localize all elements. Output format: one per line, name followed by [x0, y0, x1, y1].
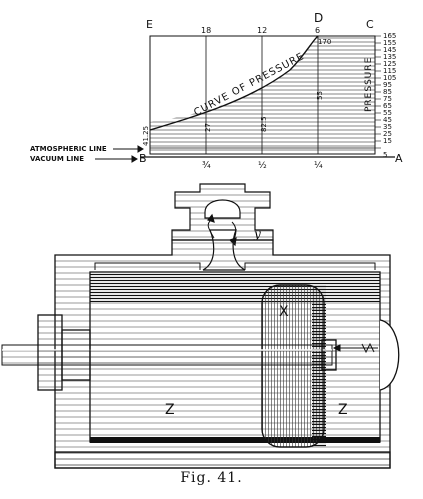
label-B: B: [139, 152, 147, 165]
scale-55: 55: [383, 109, 392, 117]
pressure-curve: [149, 35, 319, 131]
piston-label: X: [279, 304, 289, 320]
label-E: E: [146, 18, 153, 31]
label-A: A: [395, 152, 403, 165]
figure-caption: Fig. 41.: [180, 470, 243, 486]
bottom-mark-3-4: ¾: [202, 161, 211, 171]
diagram-frame: [149, 35, 376, 155]
pointer-arrows: [95, 145, 144, 163]
scale-25: 25: [383, 130, 392, 138]
rod-nut: [321, 339, 337, 371]
scale-155: 155: [383, 39, 396, 47]
scale-105: 105: [383, 74, 396, 82]
scale-75: 75: [383, 95, 392, 103]
scale-165: 165: [383, 32, 396, 40]
ordinate-value-3: 55: [316, 91, 324, 100]
scale-15: 15: [383, 137, 392, 145]
cylinder: [1, 239, 400, 469]
stroke-direction-arrow: [332, 342, 378, 354]
scale-5: 5: [383, 151, 387, 159]
cylinder-left-label: Z: [165, 402, 175, 418]
scale-115: 115: [383, 67, 396, 75]
cylinder-head-right: [379, 319, 400, 391]
scale-45: 45: [383, 116, 392, 124]
pressure-scale-ticks: [375, 35, 381, 149]
scale-65: 65: [383, 102, 392, 110]
scale-135: 135: [383, 53, 396, 61]
scale-85: 85: [383, 88, 392, 96]
top-mark-6: 6: [315, 26, 320, 35]
scale-35: 35: [383, 123, 392, 131]
scale-95: 95: [383, 81, 392, 89]
pressure-diagram: 165 155 145 135 125 115 105 95 85 75 65 …: [30, 11, 403, 171]
atmospheric-line-label: ATMOSPHERIC LINE: [30, 145, 107, 153]
label-C: C: [366, 18, 374, 31]
top-mark-12: 12: [257, 26, 267, 35]
work-area: [150, 36, 375, 154]
cylinder-top-band: [90, 272, 380, 302]
bottom-mark-1-4: ¼: [314, 161, 323, 171]
pressure-axis-label: PRESSURE: [364, 57, 374, 112]
ordinate-value-1: 27: [204, 123, 212, 132]
bottom-mark-1-2: ½: [258, 161, 267, 171]
vacuum-line-label: VACUUM LINE: [30, 155, 84, 163]
stuffing-box: [37, 314, 63, 391]
left-value: 41.25: [142, 126, 150, 146]
ordinate-value-2: 82.5: [260, 116, 268, 132]
cylinder-right-label: Z: [338, 402, 348, 418]
top-mark-18: 18: [201, 26, 211, 35]
scale-145: 145: [383, 46, 396, 54]
label-D: D: [314, 11, 323, 25]
top-value: 170: [318, 38, 331, 46]
valve-port-label: y: [253, 227, 261, 241]
scale-125: 125: [383, 60, 396, 68]
